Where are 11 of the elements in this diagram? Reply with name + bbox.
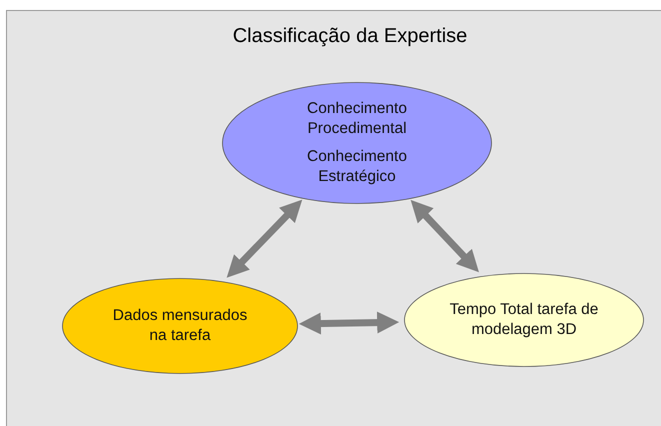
double-arrow [298, 312, 400, 335]
double-arrow [226, 200, 302, 278]
node-text: Conhecimento Estratégico [306, 147, 408, 188]
node-text: Dados mensurados na tarefa [112, 306, 248, 346]
node-text: Conhecimento Procedimental [306, 98, 408, 139]
ellipse-node [62, 278, 298, 374]
ellipse-node [404, 273, 644, 367]
ellipse-node [222, 82, 492, 204]
node-text: Tempo Total tarefa de modelagem 3D [448, 300, 600, 340]
double-arrow [410, 200, 479, 272]
title: Classificação da Expertise [232, 24, 468, 49]
